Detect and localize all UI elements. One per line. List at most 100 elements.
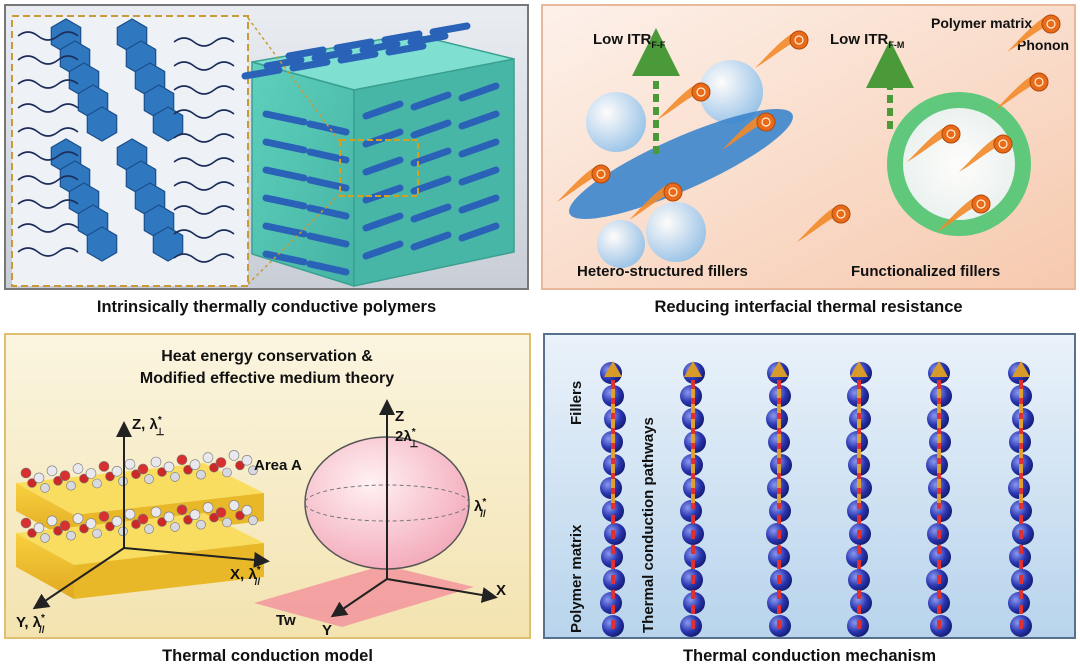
- atom: [248, 515, 258, 526]
- atom: [163, 511, 175, 523]
- phonon-ball: [663, 182, 683, 202]
- filler-sphere: [1009, 546, 1031, 568]
- side-chain: [17, 223, 79, 233]
- atom: [196, 519, 206, 530]
- atom: [85, 518, 97, 529]
- conduction-arrowhead: [770, 361, 788, 377]
- chain-rod: [362, 184, 404, 204]
- phonon-tail: [755, 34, 799, 68]
- chain-rod: [362, 128, 404, 148]
- atom: [150, 456, 162, 468]
- phonon-tail: [959, 138, 1003, 172]
- axis-z2-value: 2λ*⊥: [395, 427, 419, 450]
- filler-sphere: [646, 202, 706, 262]
- atom: [150, 506, 162, 518]
- panel-conduction-model: Heat energy conservation & Modified effe…: [4, 333, 531, 639]
- phonon-tail: [722, 116, 766, 150]
- label-lambda-parallel: λ*//: [474, 497, 486, 520]
- chain-rod: [407, 32, 449, 46]
- chain-rod: [333, 38, 375, 52]
- side-chain: [173, 37, 235, 47]
- phonon-tail: [907, 128, 951, 162]
- panel-interfacial-resistance: Low ITRF-F Low ITRF-M Polymer matrix Pho…: [541, 4, 1076, 290]
- polymer-chain-hexagons: [17, 18, 235, 263]
- filler-sphere: [602, 500, 624, 522]
- chain-rod: [306, 148, 350, 164]
- phonon-core: [1034, 77, 1044, 87]
- atom: [222, 517, 232, 528]
- atom: [144, 524, 154, 534]
- atom: [59, 470, 71, 481]
- phonon-ball: [691, 82, 711, 102]
- conduction-mechanism-figure: Fillers Thermal conduction pathways Poly…: [543, 333, 1076, 639]
- filler-sphere: [586, 92, 646, 152]
- phonon-tail: [937, 198, 981, 232]
- chain-rod: [362, 100, 404, 120]
- atom: [189, 509, 201, 520]
- chain-rod: [410, 119, 452, 139]
- phonon-particles: [557, 14, 1061, 242]
- conduction-model-figure: Heat energy conservation & Modified effe…: [4, 333, 531, 639]
- chain-rod: [263, 56, 305, 70]
- chain-rod: [410, 91, 452, 111]
- filler-sphere: [767, 592, 789, 614]
- atom: [209, 462, 219, 473]
- side-chain: [17, 79, 79, 89]
- axis-z-label: Z, λ*⊥: [132, 415, 165, 438]
- phonon-ball: [831, 204, 851, 224]
- zoom-line-top: [247, 17, 341, 143]
- chain-rod: [262, 194, 308, 210]
- atom: [228, 450, 240, 461]
- chain-rod: [458, 138, 500, 158]
- filler-sphere: [683, 592, 705, 614]
- conduction-arrowhead: [1012, 361, 1030, 377]
- filler-sphere: [768, 546, 790, 568]
- atom: [183, 465, 193, 475]
- label-area-a: Area A: [254, 457, 302, 474]
- filler-sphere: [600, 592, 622, 614]
- filler-sphere: [680, 500, 702, 522]
- atom: [189, 459, 201, 470]
- atom: [222, 467, 232, 478]
- chain-rod: [262, 110, 308, 126]
- filler-sphere: [684, 546, 706, 568]
- phonon-ball: [971, 194, 991, 214]
- filler-sphere: [929, 546, 951, 568]
- label-pathways: Thermal conduction pathways: [640, 417, 657, 633]
- axis-z2-label: Z: [395, 408, 404, 425]
- chain-rod: [458, 166, 500, 186]
- atom: [40, 483, 50, 493]
- label-polymer-matrix: Polymer matrix: [568, 524, 585, 633]
- atom: [137, 513, 149, 525]
- atom: [72, 513, 84, 524]
- atom: [163, 461, 175, 473]
- filler-sphere: [597, 220, 645, 268]
- panel-intrinsic-polymers: [4, 4, 529, 290]
- filler-sphere: [928, 592, 950, 614]
- oriented-polymer-cube: [241, 22, 515, 288]
- atom: [20, 467, 32, 479]
- axis-y2-line: [330, 578, 388, 618]
- atom: [79, 523, 89, 534]
- caption-conduction-model: Thermal conduction model: [162, 647, 373, 665]
- axis-x-label: X, λ*//: [230, 565, 261, 588]
- side-chain: [173, 253, 235, 263]
- phonon-ball: [756, 112, 776, 132]
- atom: [46, 465, 58, 477]
- atom: [59, 520, 71, 531]
- intrinsic-polymers-figure: [4, 4, 529, 290]
- atom: [105, 521, 115, 532]
- conduction-arrowhead: [604, 361, 622, 377]
- chain-rod: [458, 82, 500, 102]
- side-chain: [17, 55, 79, 65]
- atom: [131, 469, 141, 479]
- atom-spheres: [20, 450, 258, 543]
- chain-rod: [311, 48, 353, 62]
- atom: [157, 467, 167, 477]
- chain-rod: [306, 232, 350, 248]
- label-hetero-fillers: Hetero-structured fillers: [577, 263, 748, 280]
- chain-rod: [306, 260, 350, 276]
- interfacial-resistance-figure: Low ITRF-F Low ITRF-M Polymer matrix Pho…: [541, 4, 1076, 290]
- chain-rod: [429, 22, 471, 36]
- atom: [157, 517, 167, 527]
